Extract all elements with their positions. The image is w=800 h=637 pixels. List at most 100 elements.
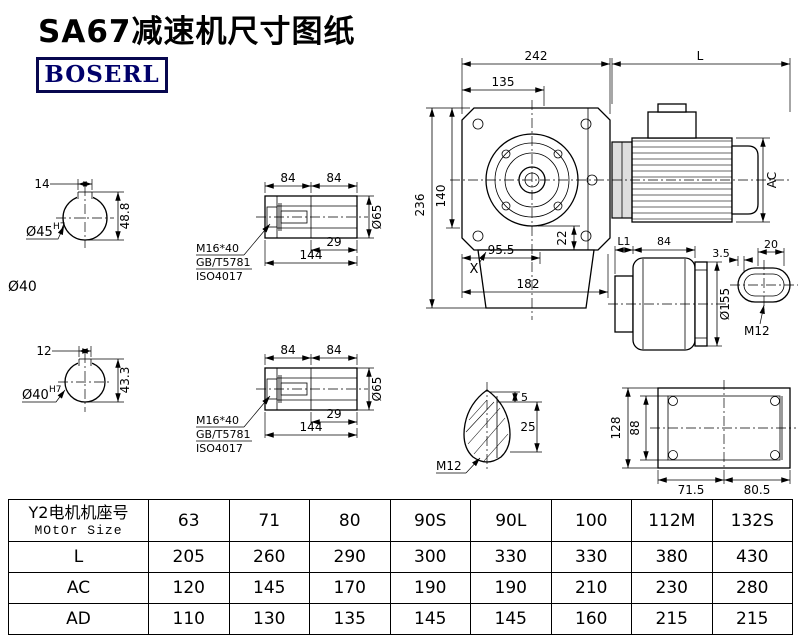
bolt-standard-iso: ISO4017 xyxy=(196,270,243,283)
mark-X: X xyxy=(470,251,487,277)
dim-keyway-depth-bottom: 43.3 xyxy=(88,358,132,403)
dim-label: 144 xyxy=(300,248,323,262)
thread-label: M12 xyxy=(436,459,462,473)
main-view: 242 135 L 236 140 xyxy=(413,49,792,320)
dim-80-5: 80.5 xyxy=(724,470,791,497)
dim-label: 20 xyxy=(764,238,778,251)
motor-size-header: Y2电机机座号 MOtOr Size xyxy=(8,499,149,542)
frame-size-112M: 112M xyxy=(631,499,713,542)
brand-logo: BOSERL xyxy=(36,57,168,93)
dim-label: 84 xyxy=(280,343,295,357)
table-cell: 205 xyxy=(148,541,230,573)
bolt-standard-gb: GB/T5781 xyxy=(196,428,251,441)
dim-label: L1 xyxy=(617,235,630,248)
dim-128: 128 xyxy=(609,387,658,469)
table-header-row: Y2电机机座号 MOtOr Size 63 71 80 90S 90L 100 … xyxy=(8,499,793,542)
table-cell: 130 xyxy=(228,603,310,635)
dim-84-side: 84 xyxy=(633,235,696,258)
shaft-end-view-bottom: 12 Ø40 H7 43.3 xyxy=(22,344,132,412)
dim-label: 29 xyxy=(326,407,341,421)
dim-label: 140 xyxy=(434,185,448,208)
dim-dia155: Ø155 xyxy=(707,261,732,347)
frame-size-80: 80 xyxy=(309,499,391,542)
shaft-end-view-top: 14 Ø45 H7 48.8 xyxy=(26,177,132,248)
motor-terminal-box xyxy=(647,111,697,139)
dim-keyway-width-bottom: 12 xyxy=(36,344,92,358)
dim-label: 22 xyxy=(555,230,569,245)
dim-95-5: 95.5 xyxy=(462,243,541,264)
dim-20: 20 xyxy=(757,238,785,266)
spec-table: Y2电机机座号 MOtOr Size 63 71 80 90S 90L 100 … xyxy=(8,499,793,635)
row-label: AC xyxy=(8,572,149,604)
dim-label: 84 xyxy=(326,171,341,185)
dim-label: Ø45 xyxy=(26,225,53,240)
dim-label: 48.8 xyxy=(118,203,132,230)
hollow-shaft-detail-bottom: 84 84 29 144 Ø65 M16*40 xyxy=(196,343,384,455)
dim-label: 88 xyxy=(628,420,642,435)
table-cell: 145 xyxy=(228,572,310,604)
row-label: L xyxy=(8,541,149,573)
shaft-dia-note: Ø40 xyxy=(8,279,37,295)
frame-size-63: 63 xyxy=(148,499,230,542)
table-cell: 145 xyxy=(470,603,552,635)
table-cell: 300 xyxy=(389,541,471,573)
hollow-shaft-detail-top: 84 84 29 144 Ø65 M16*40 xyxy=(196,171,384,283)
technical-drawing: 14 Ø45 H7 48.8 Ø40 xyxy=(8,49,798,497)
table-cell: 145 xyxy=(389,603,471,635)
table-cell: 190 xyxy=(470,572,552,604)
dim-label: 236 xyxy=(413,194,427,217)
table-cell: 290 xyxy=(309,541,391,573)
dim-dia65-top: Ø65 xyxy=(357,195,384,239)
dim-bore-dia-top: Ø45 H7 xyxy=(26,222,66,240)
thread-label: M12 xyxy=(744,324,770,338)
dim-71-5: 71.5 xyxy=(657,470,725,497)
dim-label: 128 xyxy=(609,417,623,440)
dim-label: 12 xyxy=(36,344,51,358)
table-cell: 215 xyxy=(711,603,793,635)
table-row-AD: AD 110 130 135 145 145 160 215 215 xyxy=(8,603,793,635)
dim-22: 22 xyxy=(538,225,580,250)
dim-dia65-bottom: Ø65 xyxy=(357,367,384,411)
dim-keyway-width-top: 14 xyxy=(34,177,93,191)
bolt-standard-gb: GB/T5781 xyxy=(196,256,251,269)
dim-label: Ø155 xyxy=(718,288,732,320)
gearbox-housing xyxy=(461,107,611,251)
surface-mark: X xyxy=(470,262,479,277)
dim-AC: AC xyxy=(736,137,779,223)
bolt-callout-bottom: M16*40 GB/T5781 ISO4017 xyxy=(196,395,271,455)
dim-29-bottom: 29 xyxy=(310,407,358,425)
bolt-standard-iso: ISO4017 xyxy=(196,442,243,455)
dim-label: 242 xyxy=(525,49,548,63)
dim-182: 182 xyxy=(461,254,609,298)
table-cell: 135 xyxy=(309,603,391,635)
table-cell: 110 xyxy=(148,603,230,635)
dim-label: 135 xyxy=(492,75,515,89)
motor-size-header-en: MOtOr Size xyxy=(34,522,123,538)
dim-label: 80.5 xyxy=(744,483,771,497)
thread-callout-side: M12 xyxy=(744,304,770,338)
dim-label: 144 xyxy=(300,420,323,434)
dim-keyway-depth-top: 48.8 xyxy=(88,191,132,241)
dim-L: L xyxy=(611,49,791,112)
table-cell: 120 xyxy=(148,572,230,604)
bolt-spec: M16*40 xyxy=(196,414,239,427)
table-cell: 380 xyxy=(631,541,713,573)
frame-size-132S: 132S xyxy=(711,499,793,542)
table-cell: 330 xyxy=(470,541,552,573)
table-cell: 260 xyxy=(228,541,310,573)
dim-5: 5 xyxy=(490,391,542,404)
frame-size-90L: 90L xyxy=(470,499,552,542)
frame-size-100: 100 xyxy=(550,499,632,542)
dim-label: 71.5 xyxy=(678,483,705,497)
dim-label: 84 xyxy=(326,343,341,357)
dim-tolerance: H7 xyxy=(49,385,62,395)
table-cell: 230 xyxy=(631,572,713,604)
dim-label: AC xyxy=(765,172,779,188)
frame-size-71: 71 xyxy=(228,499,310,542)
dim-236: 236 xyxy=(413,107,486,309)
table-cell: 210 xyxy=(550,572,632,604)
dim-seg-84-84-top: 84 84 xyxy=(264,171,358,193)
dim-label: 84 xyxy=(657,235,671,248)
motor-size-header-cn: Y2电机机座号 xyxy=(28,502,129,522)
